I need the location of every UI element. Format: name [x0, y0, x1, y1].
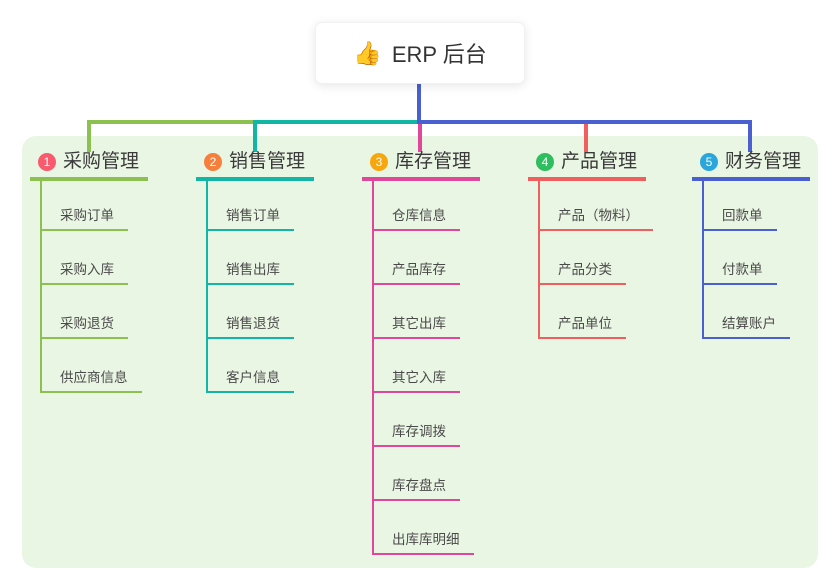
leaf-label: 付款单 — [704, 262, 777, 285]
thumbs-up-icon: 👍 — [353, 39, 382, 66]
branch-title: 财务管理 — [725, 151, 802, 172]
mindmap-leaf-node[interactable]: 客户信息 — [208, 339, 294, 393]
branch-title: 采购管理 — [63, 151, 140, 172]
mindmap-leaf-node[interactable]: 采购订单 — [42, 181, 142, 231]
connector-horizontal-green — [87, 120, 253, 124]
leaf-label: 采购入库 — [42, 262, 128, 285]
mindmap-leaf-node[interactable]: 供应商信息 — [42, 339, 142, 393]
leaf-label: 采购退货 — [42, 316, 128, 339]
mindmap-leaf-node[interactable]: 库存盘点 — [374, 447, 474, 501]
branch-number-badge: 4 — [536, 152, 554, 171]
branch-title: 产品管理 — [561, 151, 638, 172]
branch2-drop-line — [253, 120, 257, 152]
mindmap-leaf-node[interactable]: 库存调拨 — [374, 393, 474, 447]
leaf-label: 销售出库 — [208, 262, 294, 285]
branch-header-product[interactable]: 4 产品管理 — [528, 150, 646, 181]
leaf-label: 客户信息 — [208, 370, 294, 393]
branch-header-purchase[interactable]: 1 采购管理 — [30, 150, 148, 181]
branch-number-badge: 3 — [370, 152, 388, 171]
mindmap-leaf-node[interactable]: 出库库明细 — [374, 501, 474, 555]
branch-column-inventory: 3 库存管理 仓库信息 产品库存 其它出库 其它入库 库存调拨 库存盘点 出库库… — [362, 150, 480, 555]
leaf-label: 其它出库 — [374, 316, 460, 339]
mindmap-leaf-node[interactable]: 销售订单 — [208, 181, 294, 231]
leaf-label: 库存调拨 — [374, 424, 460, 447]
leaf-label: 出库库明细 — [374, 532, 474, 555]
branch3-drop-line — [418, 120, 422, 152]
branch-items-finance: 回款单 付款单 结算账户 — [702, 181, 790, 339]
connector-horizontal-teal — [253, 120, 420, 124]
trunk-line — [417, 82, 421, 124]
branch-column-finance: 5 财务管理 回款单 付款单 结算账户 — [692, 150, 810, 339]
leaf-label: 采购订单 — [42, 208, 128, 231]
branch4-drop-line — [584, 120, 588, 152]
branch-items-sales: 销售订单 销售出库 销售退货 客户信息 — [206, 181, 294, 393]
mindmap-leaf-node[interactable]: 结算账户 — [704, 285, 790, 339]
branch-title: 销售管理 — [229, 151, 306, 172]
branch-items-purchase: 采购订单 采购入库 采购退货 供应商信息 — [40, 181, 142, 393]
leaf-label: 销售订单 — [208, 208, 294, 231]
branch5-drop-line — [748, 120, 752, 152]
leaf-label: 其它入库 — [374, 370, 460, 393]
leaf-label: 销售退货 — [208, 316, 294, 339]
branch-header-finance[interactable]: 5 财务管理 — [692, 150, 810, 181]
leaf-label: 供应商信息 — [42, 370, 142, 393]
leaf-label: 仓库信息 — [374, 208, 460, 231]
branch-number-badge: 5 — [700, 152, 718, 171]
mindmap-leaf-node[interactable]: 仓库信息 — [374, 181, 474, 231]
mindmap-leaf-node[interactable]: 采购入库 — [42, 231, 142, 285]
branch-column-product: 4 产品管理 产品（物料） 产品分类 产品单位 — [528, 150, 653, 339]
mindmap-leaf-node[interactable]: 其它出库 — [374, 285, 474, 339]
mindmap-leaf-node[interactable]: 产品单位 — [540, 285, 653, 339]
branch-column-sales: 2 销售管理 销售订单 销售出库 销售退货 客户信息 — [196, 150, 314, 393]
leaf-label: 回款单 — [704, 208, 777, 231]
branch-items-product: 产品（物料） 产品分类 产品单位 — [538, 181, 653, 339]
branch-header-inventory[interactable]: 3 库存管理 — [362, 150, 480, 181]
mindmap-leaf-node[interactable]: 采购退货 — [42, 285, 142, 339]
branch-header-sales[interactable]: 2 销售管理 — [196, 150, 314, 181]
branch-column-purchase: 1 采购管理 采购订单 采购入库 采购退货 供应商信息 — [30, 150, 148, 393]
leaf-label: 产品分类 — [540, 262, 626, 285]
mindmap-leaf-node[interactable]: 回款单 — [704, 181, 790, 231]
branch-panel — [22, 136, 818, 568]
branch1-drop-line — [87, 120, 91, 152]
mindmap-leaf-node[interactable]: 销售退货 — [208, 285, 294, 339]
mindmap-leaf-node[interactable]: 产品（物料） — [540, 181, 653, 231]
mindmap-leaf-node[interactable]: 产品分类 — [540, 231, 653, 285]
branch-items-inventory: 仓库信息 产品库存 其它出库 其它入库 库存调拨 库存盘点 出库库明细 — [372, 181, 474, 555]
connector-horizontal-blue — [420, 120, 752, 124]
mindmap-leaf-node[interactable]: 付款单 — [704, 231, 790, 285]
leaf-label: 结算账户 — [704, 316, 790, 339]
leaf-label: 库存盘点 — [374, 478, 460, 501]
mindmap-leaf-node[interactable]: 销售出库 — [208, 231, 294, 285]
leaf-label: 产品库存 — [374, 262, 460, 285]
mindmap-leaf-node[interactable]: 其它入库 — [374, 339, 474, 393]
branch-number-badge: 2 — [204, 152, 222, 171]
branch-title: 库存管理 — [395, 151, 472, 172]
root-node-label: ERP 后台 — [391, 42, 487, 67]
leaf-label: 产品单位 — [540, 316, 626, 339]
mindmap-leaf-node[interactable]: 产品库存 — [374, 231, 474, 285]
leaf-label: 产品（物料） — [540, 208, 653, 231]
branch-number-badge: 1 — [38, 152, 56, 171]
root-node[interactable]: 👍 ERP 后台 — [315, 22, 525, 84]
